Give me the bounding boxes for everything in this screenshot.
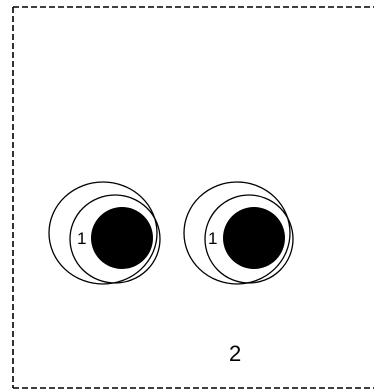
eye-right-label: 1 xyxy=(208,229,217,248)
eye-left-pupil xyxy=(91,207,153,269)
bottom-label: 2 xyxy=(229,341,241,366)
eye-right: 1 xyxy=(184,182,293,284)
eye-left-label: 1 xyxy=(77,229,86,248)
eye-left: 1 xyxy=(49,182,160,284)
dashed-frame xyxy=(13,7,374,388)
eye-right-pupil xyxy=(223,207,285,269)
